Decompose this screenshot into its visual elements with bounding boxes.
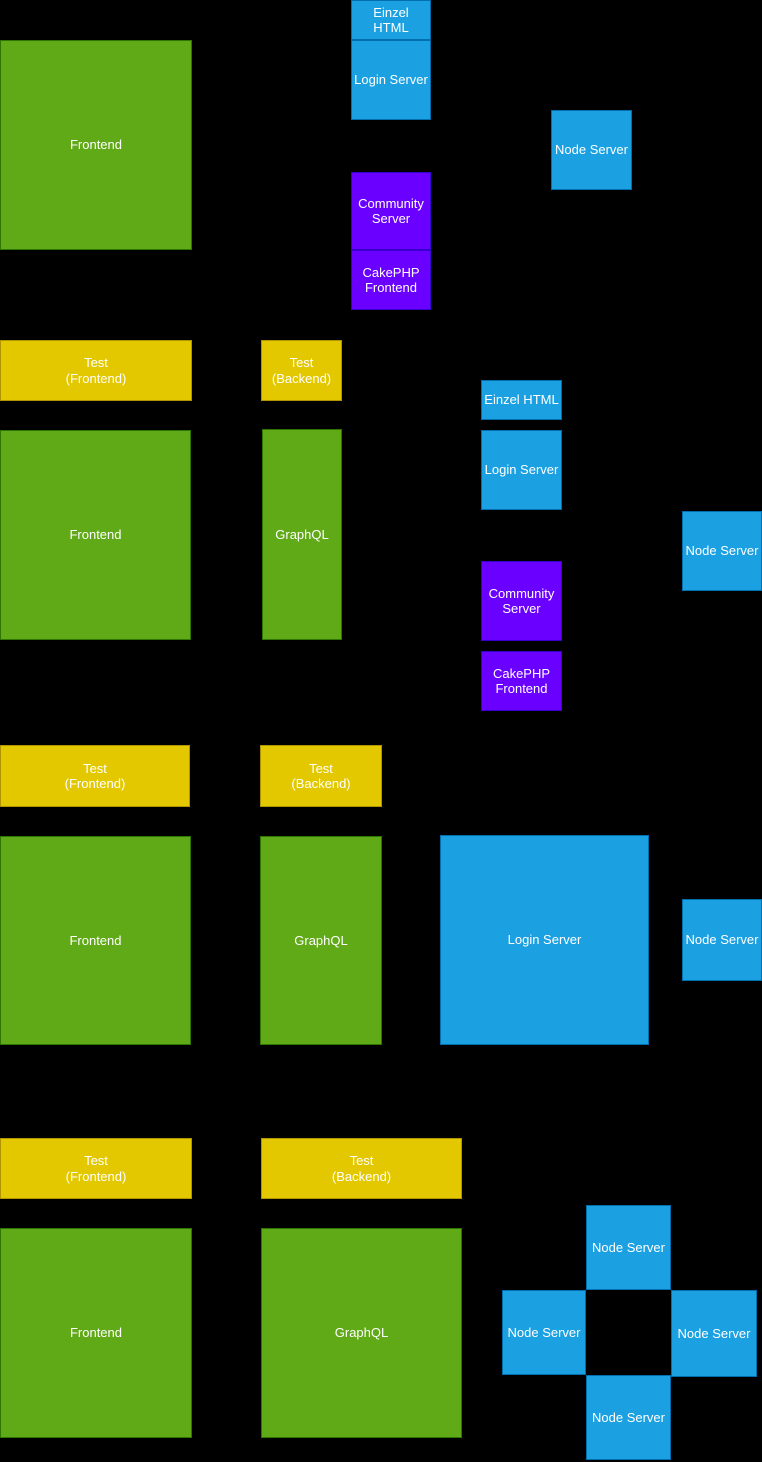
section-1-frontend-node[interactable]: Frontend [0, 40, 192, 250]
section-1-cakephp-frontend-node-label: CakePHP Frontend [362, 264, 420, 295]
section-2-login-server-node-label: Login Server [484, 462, 559, 478]
section-3-node-server-node-label: Node Server [685, 932, 759, 948]
section-2-node-server-node[interactable]: Node Server [682, 511, 762, 591]
section-3-login-server-node[interactable]: Login Server [440, 835, 649, 1045]
section-4-node-server-bottom-node[interactable]: Node Server [586, 1375, 671, 1460]
section-3-frontend-node[interactable]: Frontend [0, 836, 191, 1045]
section-1-frontend-node-label: Frontend [69, 137, 123, 153]
section-1-community-server-node[interactable]: Community Server [351, 172, 431, 250]
section-3-test-frontend-node[interactable]: Test (Frontend) [0, 745, 190, 807]
section-1-einzel-html-node[interactable]: Einzel HTML [351, 0, 431, 40]
section-1-cakephp-frontend-node[interactable]: CakePHP Frontend [351, 250, 431, 310]
section-4-node-server-top-node[interactable]: Node Server [586, 1205, 671, 1290]
section-2-community-server-node-label: Community Server [488, 585, 555, 616]
section-2-frontend-node-label: Frontend [69, 527, 122, 543]
section-2-cakephp-frontend-node-label: CakePHP Frontend [492, 665, 551, 696]
section-4-node-server-left-node[interactable]: Node Server [502, 1290, 586, 1375]
section-4-node-server-right-node-label: Node Server [677, 1325, 751, 1341]
section-4-test-backend-node-label: Test (Backend) [331, 1153, 392, 1184]
section-4-frontend-node-label: Frontend [69, 1325, 123, 1341]
section-3-login-server-node-label: Login Server [507, 932, 582, 948]
section-3-test-frontend-node-label: Test (Frontend) [64, 760, 126, 791]
section-4-node-server-bottom-node-label: Node Server [592, 1409, 665, 1425]
section-2-test-frontend-node[interactable]: Test (Frontend) [0, 340, 192, 401]
section-3-test-backend-node-label: Test (Backend) [291, 760, 351, 791]
section-2-community-server-node[interactable]: Community Server [481, 561, 562, 641]
section-2-einzel-html-node-label: Einzel HTML [484, 392, 559, 408]
section-2-test-backend-node-label: Test (Backend) [271, 355, 332, 386]
section-2-cakephp-frontend-node[interactable]: CakePHP Frontend [481, 651, 562, 711]
section-3-graphql-node[interactable]: GraphQL [260, 836, 382, 1045]
section-2-login-server-node[interactable]: Login Server [481, 430, 562, 510]
section-3-frontend-node-label: Frontend [69, 932, 122, 948]
section-2-test-backend-node[interactable]: Test (Backend) [261, 340, 342, 401]
section-1-community-server-node-label: Community Server [358, 195, 424, 226]
section-1-node-server-node[interactable]: Node Server [551, 110, 632, 190]
section-2-node-server-node-label: Node Server [685, 543, 759, 559]
section-1-login-server-node-label: Login Server [354, 72, 428, 88]
section-4-graphql-node[interactable]: GraphQL [261, 1228, 462, 1438]
section-4-test-backend-node[interactable]: Test (Backend) [261, 1138, 462, 1199]
section-4-node-server-left-node-label: Node Server [507, 1324, 581, 1340]
section-2-frontend-node[interactable]: Frontend [0, 430, 191, 640]
section-4-test-frontend-node-label: Test (Frontend) [65, 1153, 127, 1184]
section-4-node-server-right-node[interactable]: Node Server [671, 1290, 757, 1377]
section-3-graphql-node-label: GraphQL [294, 932, 348, 948]
section-1-login-server-node[interactable]: Login Server [351, 40, 431, 120]
section-2-einzel-html-node[interactable]: Einzel HTML [481, 380, 562, 420]
section-2-test-frontend-node-label: Test (Frontend) [65, 355, 127, 386]
section-3-node-server-node[interactable]: Node Server [682, 899, 762, 981]
section-2-graphql-node[interactable]: GraphQL [262, 429, 342, 640]
section-4-frontend-node[interactable]: Frontend [0, 1228, 192, 1438]
section-4-node-server-top-node-label: Node Server [592, 1239, 665, 1255]
section-1-node-server-node-label: Node Server [555, 142, 628, 158]
section-4-test-frontend-node[interactable]: Test (Frontend) [0, 1138, 192, 1199]
section-2-graphql-node-label: GraphQL [275, 526, 329, 542]
section-4-graphql-node-label: GraphQL [334, 1325, 389, 1341]
section-1-einzel-html-node-label: Einzel HTML [373, 4, 409, 35]
section-3-test-backend-node[interactable]: Test (Backend) [260, 745, 382, 807]
